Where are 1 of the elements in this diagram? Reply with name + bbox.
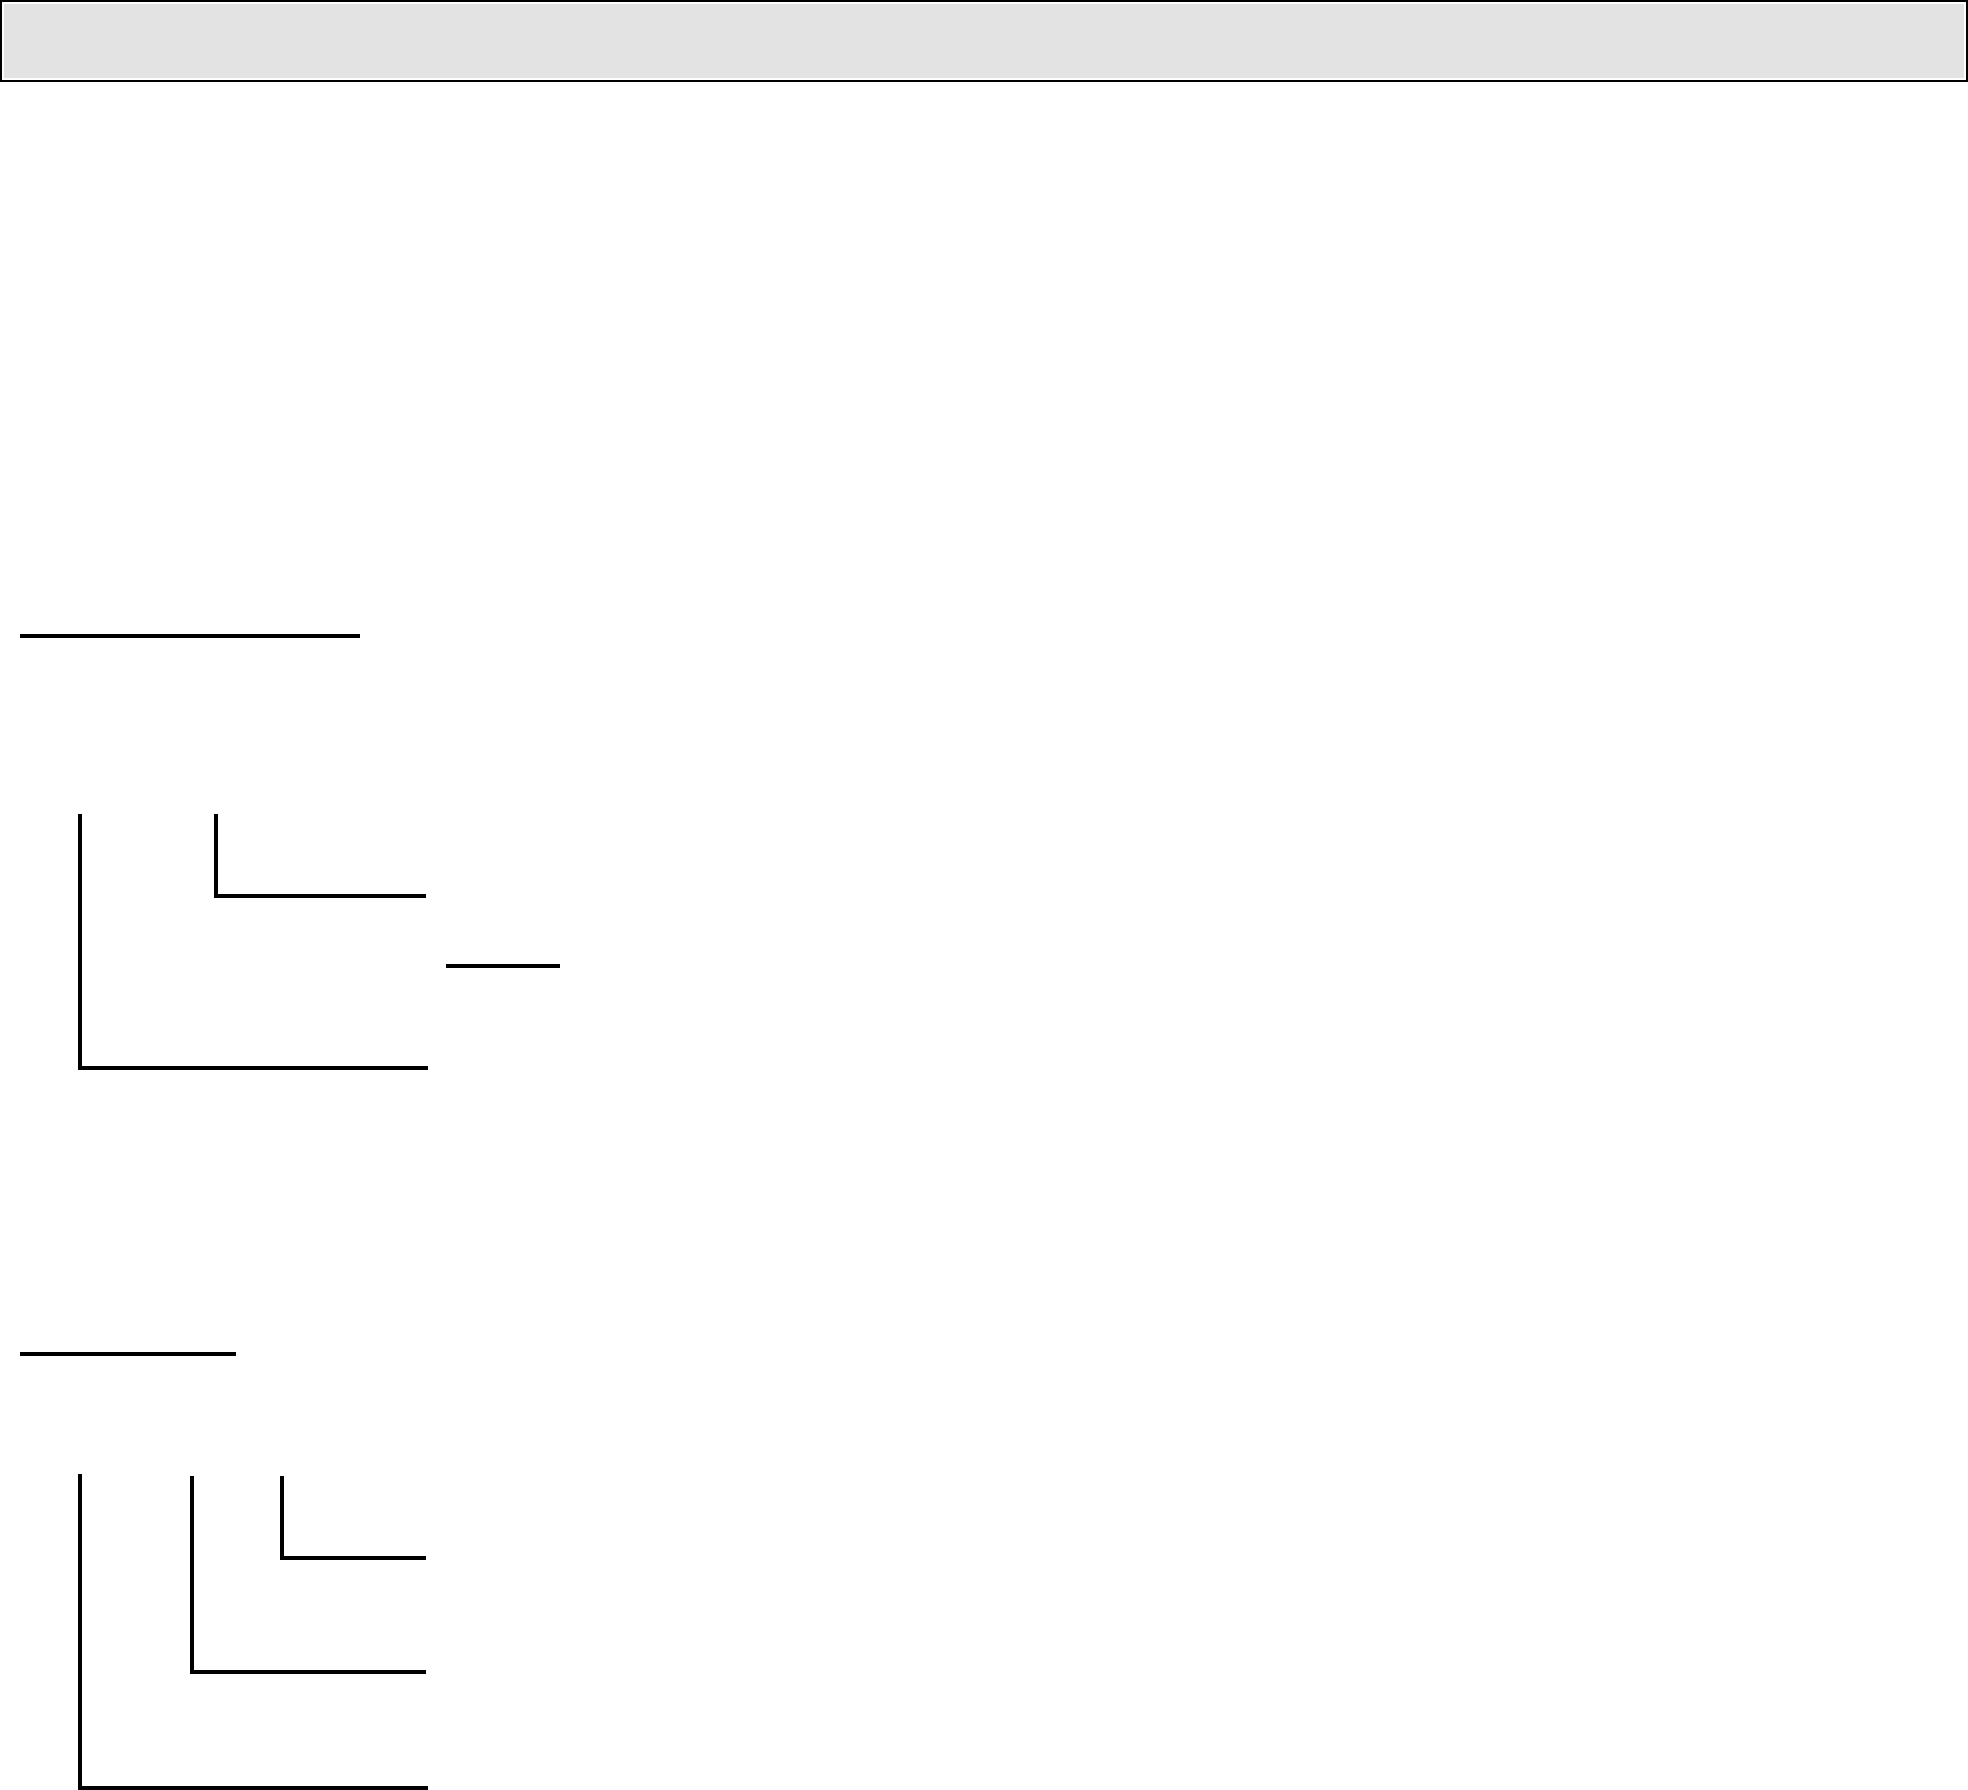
header-bar	[0, 0, 1968, 82]
